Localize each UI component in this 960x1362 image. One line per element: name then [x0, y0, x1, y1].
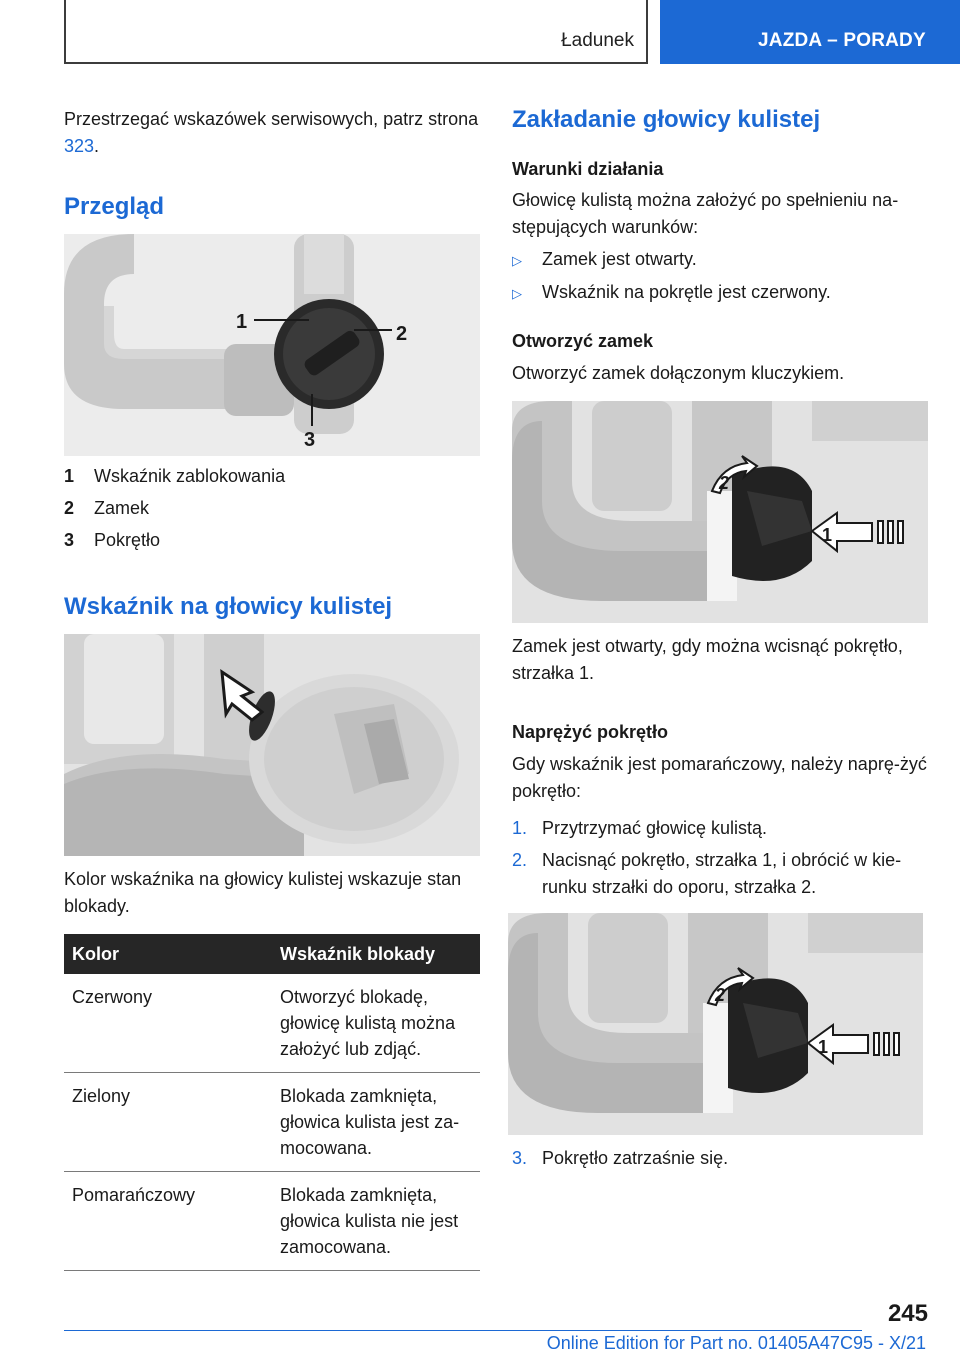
lock-indicator-table: Kolor Wskaźnik blokady Czerwony Otworzyć…: [64, 934, 480, 1271]
step-number: 1.: [512, 818, 528, 838]
open-lock-paragraph: Otworzyć zamek dołączonym kluczykiem.: [512, 363, 845, 383]
ball-head-indicator-illustration: [64, 634, 480, 856]
callout-3: 3: [304, 429, 315, 451]
final-step: 3. Pokrętło zatrzaśnie się.: [512, 1145, 928, 1172]
header-chapter-tab[interactable]: JAZDA – PORADY: [660, 0, 960, 64]
intro-paragraph: Przestrzegać wskazówek serwisowych, patr…: [64, 106, 480, 160]
legend-number: 1: [64, 466, 75, 486]
overview-figure: 1 2 3: [64, 234, 480, 456]
list-item-text: Zamek jest otwarty.: [542, 249, 697, 269]
open-lock-figure: 2 1: [512, 401, 928, 623]
table-cell-status: Blokada zamknięta, głowica kulista jest …: [272, 1072, 480, 1172]
indicator-figure: [64, 634, 480, 856]
header-chapter-label: JAZDA – PORADY: [758, 30, 926, 51]
arrow-label-1: 1: [818, 1037, 828, 1057]
table-cell-color: Pomarańczowy: [64, 1171, 272, 1271]
open-lock-caption: Zamek jest otwarty, gdy można wcisnąć po…: [512, 636, 903, 683]
table-header-color: Kolor: [64, 934, 272, 974]
legend-item: 2 Zamek: [64, 498, 285, 530]
list-item-text: Wskaźnik na pokrętle jest czerwony.: [542, 282, 831, 302]
tension-figure: 2 1: [508, 913, 923, 1135]
conditions-paragraph: Głowicę kulistą można założyć po spełnie…: [512, 190, 899, 237]
step-number: 2.: [512, 850, 528, 870]
table-cell-status: Blokada zamknięta, głowica kulista nie j…: [272, 1171, 480, 1271]
table-header-status: Wskaźnik blokady: [272, 934, 480, 974]
open-lock-heading: Otworzyć zamek: [512, 331, 654, 351]
legend-item: 3 Pokrętło: [64, 530, 285, 562]
arrow-label-1: 1: [822, 525, 832, 545]
list-item: ▷ Zamek jest otwarty.: [512, 246, 928, 279]
intro-text: Przestrzegać wskazówek serwisowych, patr…: [64, 109, 479, 129]
footer-divider: [64, 1330, 862, 1331]
conditions-list: ▷ Zamek jest otwarty. ▷ Wskaźnik na pokr…: [512, 246, 928, 312]
overview-legend: 1 Wskaźnik zablokowania 2 Zamek 3 Pokręt…: [64, 466, 285, 562]
step-text: Pokrętło zatrzaśnie się.: [542, 1148, 729, 1168]
tension-heading: Naprężyć pokrętło: [512, 722, 669, 742]
indicator-paragraph: Kolor wskaźnika na głowicy kulistej wska…: [64, 869, 462, 916]
callout-2: 2: [396, 323, 407, 345]
header-section-label: Ładunek: [561, 30, 634, 51]
list-item: 3. Pokrętło zatrzaśnie się.: [512, 1145, 928, 1172]
list-item: ▷ Wskaźnik na pokrętle jest czerwony.: [512, 279, 928, 312]
callout-1: 1: [236, 311, 247, 333]
step-text: Nacisnąć pokrętło, strzałka 1, i obrócić…: [542, 850, 902, 897]
page-number: 245: [887, 1300, 928, 1327]
knob-press-illustration: 2 1: [512, 401, 928, 623]
table-cell-status: Otworzyć blokadę, głowicę kulistą można …: [272, 974, 480, 1073]
triangle-bullet-icon: ▷: [512, 253, 522, 268]
table-header-row: Kolor Wskaźnik blokady: [64, 934, 480, 974]
table-row: Zielony Blokada zamknięta, głowica kulis…: [64, 1072, 480, 1172]
table-cell-color: Zielony: [64, 1072, 272, 1172]
legend-number: 3: [64, 530, 75, 550]
step-text: Przytrzymać głowicę kulistą.: [542, 818, 768, 838]
indicator-heading: Wskaźnik na głowicy kulistej: [64, 593, 393, 620]
conditions-heading: Warunki działania: [512, 159, 664, 179]
intro-end: .: [94, 136, 100, 156]
header-section-box: Ładunek: [64, 0, 648, 64]
knob-rotate-illustration: 2 1: [508, 913, 923, 1135]
tension-paragraph: Gdy wskaźnik jest pomarańczowy, należy n…: [512, 754, 927, 801]
table-row: Pomarańczowy Blokada zamknięta, głowica …: [64, 1171, 480, 1271]
legend-label: Pokrętło: [94, 530, 161, 550]
step-number: 3.: [512, 1148, 528, 1168]
list-item: 1. Przytrzymać głowicę kulistą.: [512, 815, 928, 842]
triangle-bullet-icon: ▷: [512, 286, 522, 301]
overview-heading: Przegląd: [64, 193, 165, 220]
footer-edition: Online Edition for Part no. 01405A47C95 …: [546, 1333, 926, 1353]
arrow-label-2: 2: [714, 985, 725, 1005]
legend-item: 1 Wskaźnik zablokowania: [64, 466, 285, 498]
arrow-label-2: 2: [718, 473, 729, 493]
table-row: Czerwony Otworzyć blokadę, głowicę kulis…: [64, 974, 480, 1073]
legend-label: Wskaźnik zablokowania: [94, 466, 286, 486]
tension-steps: 1. Przytrzymać głowicę kulistą. 2. Nacis…: [512, 815, 928, 901]
mount-heading: Zakładanie głowicy kulistej: [512, 106, 821, 133]
legend-number: 2: [64, 498, 75, 518]
ball-head-overview-illustration: 1 2 3: [64, 234, 480, 456]
table-cell-color: Czerwony: [64, 974, 272, 1073]
legend-label: Zamek: [94, 498, 150, 518]
list-item: 2. Nacisnąć pokrętło, strzałka 1, i obró…: [512, 847, 928, 901]
page-reference-link[interactable]: 323: [64, 136, 95, 156]
